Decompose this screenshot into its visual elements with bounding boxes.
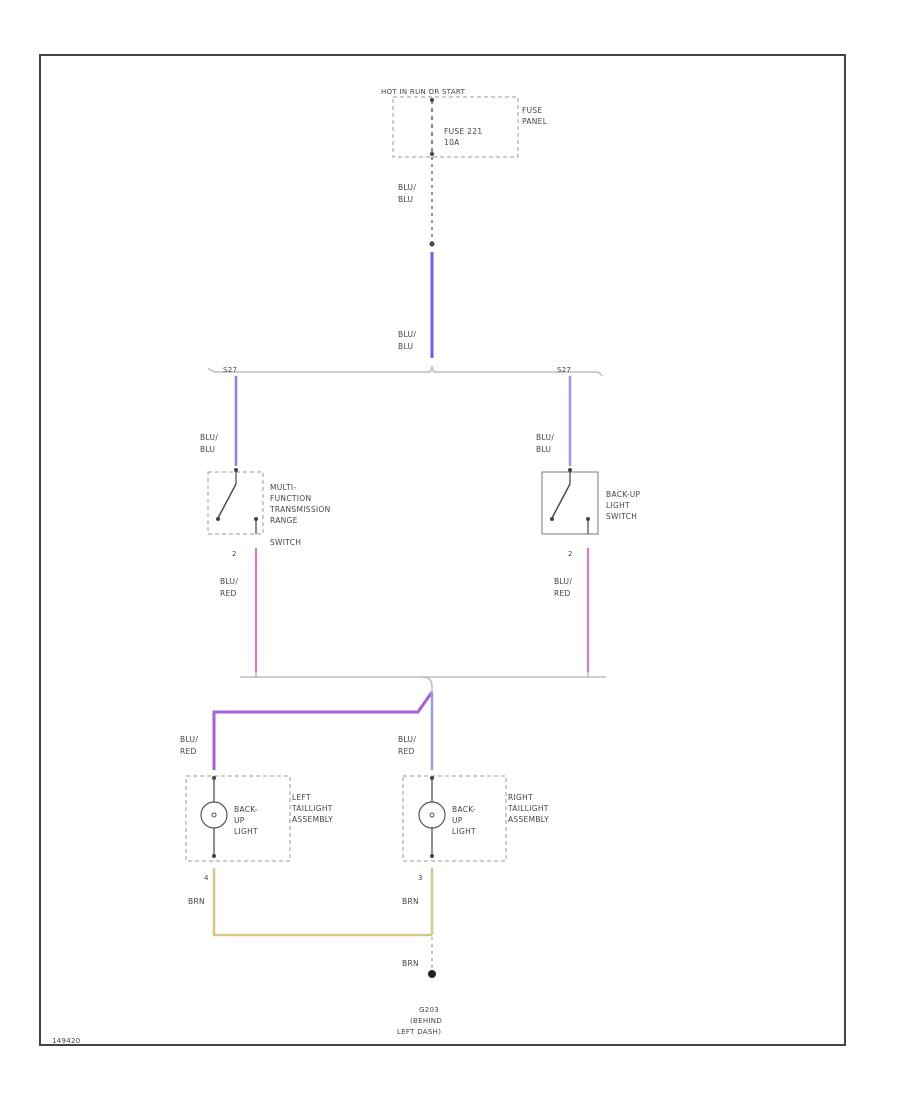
wire-label-brn-right: BRN xyxy=(402,897,419,906)
splice-bus-top xyxy=(207,365,603,377)
right-assembly-line2: TAILLIGHT xyxy=(507,804,549,813)
left-assembly-line3: ASSEMBLY xyxy=(292,815,333,824)
inline-connector xyxy=(429,241,435,247)
fuse-panel-name-line2: PANEL xyxy=(522,117,548,126)
fuse-label-line2: 10A xyxy=(444,138,460,147)
right-bulb-line1: BACK- xyxy=(452,805,476,814)
wire-label-blu-blu-1a: BLU/ xyxy=(398,183,416,192)
wire-label-blu-blu-1b: BLU xyxy=(398,195,413,204)
ground-point-icon xyxy=(428,970,436,978)
wire-label-blu-red-4b: RED xyxy=(398,747,415,756)
left-bulb-icon xyxy=(200,801,228,829)
bu-switch-line3: SWITCH xyxy=(606,512,637,521)
fuse-panel-box xyxy=(392,96,519,158)
right-bulb-line2: UP xyxy=(452,816,463,825)
mf-switch-blade xyxy=(217,483,237,519)
right-assembly-line3: ASSEMBLY xyxy=(508,815,549,824)
wire-label-blu-red-1b: RED xyxy=(220,589,237,598)
wire-label-blu-blu-2a: BLU/ xyxy=(398,330,416,339)
mf-switch-line4: RANGE xyxy=(270,516,298,525)
wire-label-blu-red-4a: BLU/ xyxy=(398,735,416,744)
left-bulb-line1: BACK- xyxy=(234,805,258,814)
ground-line2: (BEHIND xyxy=(410,1017,442,1025)
mf-switch-line2: FUNCTION xyxy=(270,494,311,503)
fuse-label-line1: FUSE 221 xyxy=(444,127,482,136)
fuse-terminal-bottom xyxy=(430,152,434,156)
fuse-panel-top-label: HOT IN RUN OR START xyxy=(381,88,466,96)
mf-switch-line5: SWITCH xyxy=(270,538,301,547)
left-assembly-line1: LEFT xyxy=(292,793,311,802)
right-bulb-icon xyxy=(418,801,446,829)
wire-brn-left xyxy=(212,868,432,937)
right-bulb-line3: LIGHT xyxy=(452,827,476,836)
diagram-frame xyxy=(39,54,846,1046)
left-light-terminal-bottom xyxy=(212,854,216,858)
left-taillight-box xyxy=(185,775,291,862)
right-light-pin: 3 xyxy=(418,874,423,882)
wire-label-blu-red-1a: BLU/ xyxy=(220,577,238,586)
bu-switch-terminal-top xyxy=(568,468,572,472)
wire-label-blu-red-2a: BLU/ xyxy=(554,577,572,586)
splice-lower-drop xyxy=(421,676,433,692)
wire-label-blu-blu-3b: BLU xyxy=(200,445,215,454)
mf-switch-line3: TRANSMISSION xyxy=(269,505,331,514)
right-light-terminal-top xyxy=(430,776,434,780)
mf-switch-pivot xyxy=(216,517,220,521)
wire-label-blu-red-2b: RED xyxy=(554,589,571,598)
mf-switch-pin: 2 xyxy=(232,550,237,558)
multi-function-switch-box xyxy=(207,471,264,535)
left-light-terminal-top xyxy=(212,776,216,780)
right-light-terminal-bottom xyxy=(430,854,434,858)
fuse-terminal-top xyxy=(430,98,434,102)
splice-label-left: S27 xyxy=(223,366,237,374)
right-taillight-box xyxy=(402,775,507,862)
wire-label-brn-ground: BRN xyxy=(402,959,419,968)
mf-switch-line1: MULTI- xyxy=(270,483,296,492)
diagram-code: 149420 xyxy=(52,1037,81,1045)
bu-switch-contact-lower xyxy=(586,517,590,521)
bu-switch-line2: LIGHT xyxy=(606,501,630,510)
right-bulb-filament xyxy=(429,812,435,818)
left-bulb-line2: UP xyxy=(234,816,245,825)
ground-line3: LEFT DASH) xyxy=(397,1028,441,1036)
right-assembly-line1: RIGHT xyxy=(508,793,533,802)
left-bulb-line3: LIGHT xyxy=(234,827,258,836)
wire-blu-red-to-left-light xyxy=(212,691,434,770)
bu-switch-line1: BACK-UP xyxy=(606,490,641,499)
wire-label-brn-left: BRN xyxy=(188,897,205,906)
splice-label-right: S27 xyxy=(557,366,571,374)
wire-label-blu-blu-4b: BLU xyxy=(536,445,551,454)
wire-label-blu-blu-3a: BLU/ xyxy=(200,433,218,442)
bu-switch-blade xyxy=(551,483,571,519)
wire-label-blu-blu-2b: BLU xyxy=(398,342,413,351)
left-light-pin: 4 xyxy=(204,874,209,882)
wire-label-blu-blu-4a: BLU/ xyxy=(536,433,554,442)
bu-switch-pivot xyxy=(550,517,554,521)
left-assembly-line2: TAILLIGHT xyxy=(291,804,333,813)
bu-switch-pin: 2 xyxy=(568,550,573,558)
mf-switch-contact-lower xyxy=(254,517,258,521)
left-bulb-filament xyxy=(211,812,217,818)
fuse-panel-name-line1: FUSE xyxy=(522,106,543,115)
wire-label-blu-red-3a: BLU/ xyxy=(180,735,198,744)
ground-line1: G203 xyxy=(419,1006,439,1014)
mf-switch-terminal-top xyxy=(234,468,238,472)
wire-label-blu-red-3b: RED xyxy=(180,747,197,756)
